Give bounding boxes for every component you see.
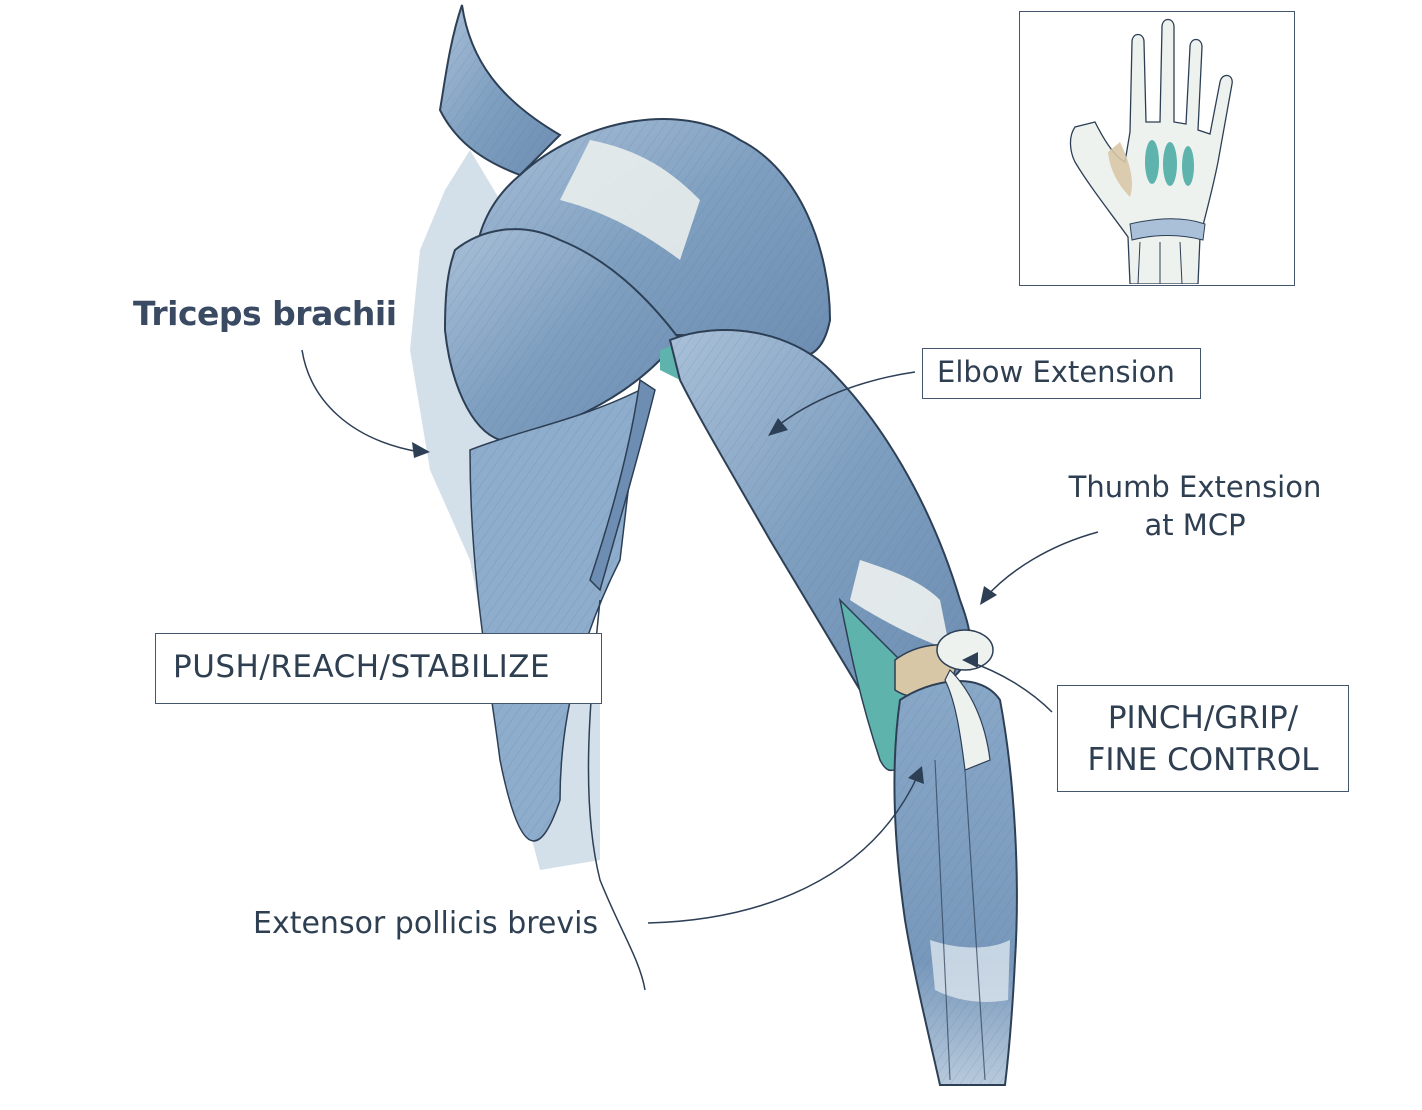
pinch-leader	[969, 661, 1053, 713]
hand-inset	[1019, 11, 1295, 286]
triceps-label: Triceps brachii	[133, 294, 397, 333]
pinch-arrow	[962, 652, 978, 668]
extensor-leader	[647, 774, 919, 924]
long-head-strand	[589, 378, 656, 592]
elbow-extension-box: Elbow Extension	[922, 348, 1201, 399]
elbow-leader	[774, 371, 916, 429]
pinch-line2: FINE CONTROL	[1087, 742, 1319, 778]
thumb-extension-line1: Thumb Extension	[1068, 470, 1322, 504]
olecranon	[936, 629, 994, 671]
push-reach-stabilize-label: PUSH/REACH/STABILIZE	[173, 649, 551, 685]
thumb-leader	[984, 531, 1099, 599]
thumb-arrow	[980, 586, 997, 605]
triceps-leader	[301, 349, 421, 453]
elbow-extension-label: Elbow Extension	[937, 355, 1175, 389]
extensor-arrow	[908, 766, 924, 784]
extensor-label: Extensor pollicis brevis	[253, 906, 599, 941]
thumb-extension-line2: at MCP	[1144, 508, 1246, 542]
elbow-arrow	[768, 418, 788, 436]
hand-anatomy-icon	[1069, 18, 1233, 284]
push-reach-stabilize-box: PUSH/REACH/STABILIZE	[155, 633, 602, 704]
pinch-line1: PINCH/GRIP/	[1107, 700, 1299, 736]
triceps-arrow	[412, 442, 430, 458]
thumb-extension-label: Thumb Extension at MCP	[1060, 468, 1330, 544]
pinch-grip-box: PINCH/GRIP/ FINE CONTROL	[1057, 685, 1349, 792]
